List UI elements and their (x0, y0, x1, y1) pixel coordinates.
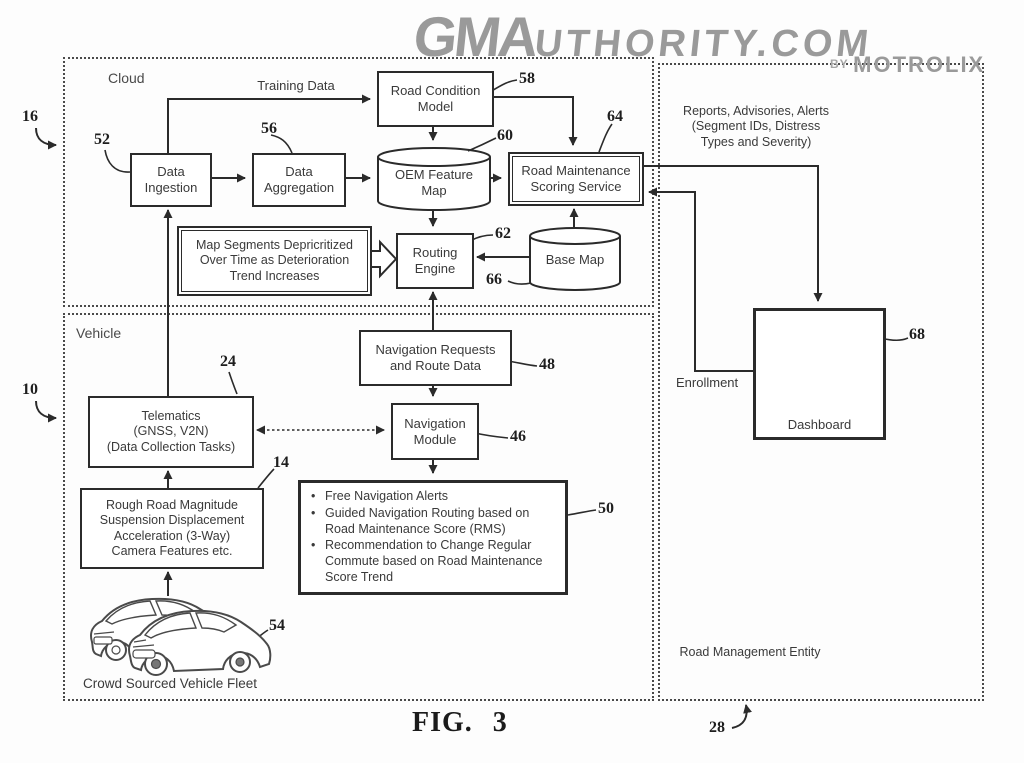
crowd-sourced-fleet-label: Crowd Sourced Vehicle Fleet (82, 676, 258, 691)
oem-feature-map-label: OEM Feature Map (394, 167, 474, 198)
gmauthority-watermark: GMAUTHORITY.COM (411, 4, 877, 69)
navigation-outputs-box: • Free Navigation Alerts • Guided Naviga… (298, 480, 568, 595)
byline-prefix: BY (830, 57, 849, 71)
navigation-module-box: Navigation Module (391, 403, 479, 460)
data-ingestion-box: Data Ingestion (130, 153, 212, 207)
vehicle-region (63, 313, 654, 701)
road-management-entity-region (658, 63, 984, 701)
road-condition-model-box: Road Condition Model (377, 71, 494, 127)
road-maintenance-scoring-service-box: Road Maintenance Scoring Service (508, 152, 644, 206)
ref-54: 54 (269, 617, 285, 634)
gmauthority-logo-gma: GMA (410, 5, 539, 68)
ref-14: 14 (273, 454, 289, 471)
map-segments-note-box: Map Segments Depricritized Over Time as … (177, 226, 372, 296)
telematics-box: Telematics (GNSS, V2N) (Data Collection … (88, 396, 254, 468)
vehicle-region-label: Vehicle (76, 325, 122, 341)
ref-48: 48 (539, 356, 555, 373)
ref-28: 28 (709, 719, 725, 736)
base-map-cylinder (529, 227, 621, 291)
ref-10: 10 (22, 381, 38, 398)
oem-feature-map-cylinder (377, 147, 491, 211)
gmauthority-logo-rest: UTHORITY.COM (532, 23, 875, 65)
ref-62: 62 (495, 225, 511, 242)
ref-46: 46 (510, 428, 526, 445)
training-data-label: Training Data (257, 78, 335, 93)
motrolix-logo: MOTROLIX (853, 52, 986, 77)
bullet-icon: • (311, 505, 316, 520)
bullet-item: • Recommendation to Change Regular Commu… (311, 538, 543, 584)
ref-50: 50 (598, 500, 614, 517)
ref-24: 24 (220, 353, 236, 370)
data-aggregation-box: Data Aggregation (252, 153, 346, 207)
rough-road-features-box: Rough Road Magnitude Suspension Displace… (80, 488, 264, 569)
ref-66: 66 (486, 271, 502, 288)
ref-52: 52 (94, 131, 110, 148)
bullet-icon: • (311, 538, 316, 553)
ref-58: 58 (519, 70, 535, 87)
vehicle-fleet-illustration (90, 597, 272, 676)
cloud-region (63, 57, 654, 307)
dashboard-box: Dashboard (753, 308, 886, 440)
road-management-entity-label: Road Management Entity (679, 645, 821, 659)
routing-engine-box: Routing Engine (396, 233, 474, 289)
motrolix-byline: BY MOTROLIX (830, 52, 985, 78)
figure-caption: FIG. 3 (412, 707, 508, 738)
bullet-item: • Guided Navigation Routing based on Roa… (311, 505, 530, 536)
ref-56: 56 (261, 120, 277, 137)
block-arrow-note-to-routing (368, 239, 398, 279)
edge-training-data (167, 94, 371, 153)
cloud-region-label: Cloud (108, 70, 145, 86)
edge-rcm-to-rmss (490, 96, 578, 146)
reports-advisories-label: Reports, Advisories, Alerts (Segment IDs… (683, 104, 829, 149)
edge-rmss-to-dashboard (640, 165, 823, 302)
edge-dashboard-enrollment-to-rmss (648, 187, 753, 372)
ref-60: 60 (497, 127, 513, 144)
ref-68: 68 (909, 326, 925, 343)
navigation-requests-box: Navigation Requests and Route Data (359, 330, 512, 386)
region-pointer-arrows (35, 127, 752, 729)
base-map-label: Base Map (545, 252, 605, 268)
enrollment-label: Enrollment (676, 375, 739, 390)
ref-16: 16 (22, 108, 38, 125)
bullet-icon: • (311, 489, 316, 503)
dashboard-label: Dashboard (787, 417, 852, 433)
bullet-item: • Free Navigation Alerts (311, 489, 448, 503)
ref-64: 64 (607, 108, 623, 125)
